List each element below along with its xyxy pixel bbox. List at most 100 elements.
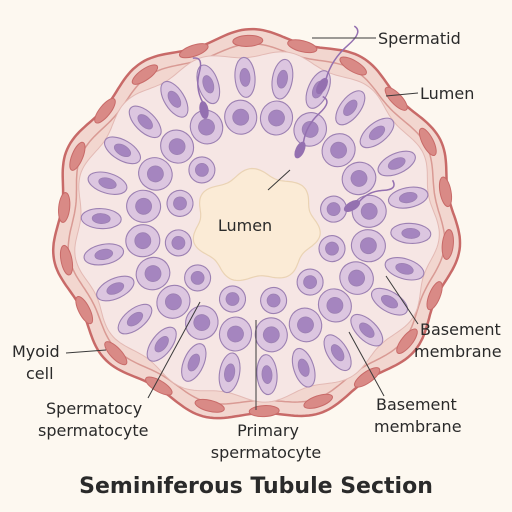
germ-cell [160,80,189,118]
germ-cell [390,222,432,244]
leader-spermatocyte [147,301,201,399]
germ-cell [271,58,294,100]
germ-cell-nucleus [398,192,418,204]
myoid-cell [287,39,318,54]
myoid-cell [75,296,94,325]
germ-cell-nucleus [330,344,345,362]
germ-cell-nucleus [94,248,114,260]
myoid-cell [303,393,334,409]
germ-cell [291,347,316,388]
germ-cell [288,307,323,343]
germ-cell [321,133,356,168]
germ-cell [146,326,177,362]
germ-cell-nucleus [268,109,285,127]
germ-cell [196,64,221,105]
germ-cell [218,352,241,394]
leader-basement-2 [348,331,385,397]
myoid-cell [69,141,86,171]
myoid-cell [441,229,454,260]
germ-cell-nucleus [98,177,117,190]
label-basement-1-line2: membrane [414,342,502,361]
germ-cell-nucleus [343,99,358,116]
leader-basement-1 [385,275,419,325]
label-lumen-outer: Lumen [420,84,474,103]
sperm-head [316,77,328,95]
germ-cell [80,208,122,230]
germ-cell [184,264,212,292]
sperm-tail [358,179,395,203]
germ-cell-nucleus [225,292,240,306]
germ-cell-nucleus [266,293,281,308]
germ-cell [260,286,288,315]
germ-cell-nucleus [167,90,182,108]
germ-cell-nucleus [387,157,406,170]
germ-cell [87,171,128,195]
germ-cell [103,136,142,165]
spermatozoon [343,179,395,212]
germ-cell-nucleus [134,232,152,250]
myoid-cell [353,367,381,388]
germ-cell [259,100,294,136]
germ-cell-nucleus [193,314,211,332]
myoid-cell [194,398,225,413]
sperm-head [343,200,361,212]
sperm-tail [302,95,328,143]
label-basement-1-line1: Basement [420,320,501,339]
sperm-head [199,101,209,119]
germ-cell [387,186,429,209]
sperm-head [294,141,306,159]
germ-cell [377,150,416,177]
label-myoid-line2: cell [26,364,54,383]
germ-cell-nucleus [330,141,348,159]
spermatozoon [316,25,359,95]
germ-cell-nucleus [173,196,187,211]
germ-cell [256,354,278,396]
germ-cell-nucleus [239,68,251,87]
myoid-cell [131,64,159,85]
germ-cell-nucleus [359,322,375,338]
germ-cell [181,343,207,382]
germ-cell-nucleus [380,295,399,309]
germ-cell-nucleus [326,202,341,217]
label-basement-2-line2: membrane [374,417,462,436]
germ-cell-nucleus [303,275,318,290]
myoid-cell [248,405,280,418]
leader-sperm [267,169,291,191]
germ-cell-nucleus [359,237,377,255]
label-basement-2-line1: Basement [376,395,457,414]
myoid-cell [438,176,453,208]
germ-cell [164,229,192,257]
germ-cell-nucleus [106,282,125,295]
germ-cell-nucleus [232,108,250,126]
germ-cell-nucleus [113,143,132,157]
germ-cell [323,334,352,372]
label-primary-line1: Primary [237,421,299,440]
germ-cell-nucleus [126,311,144,327]
leader-myoid [65,349,107,354]
germ-cell [188,156,216,184]
germ-cell [318,235,346,263]
myoid-cell [339,56,367,76]
germ-cell [218,285,247,313]
sperm-tail [192,57,204,103]
germ-cell [350,313,384,347]
germ-cell [117,303,153,335]
spermatozoon [192,57,209,119]
germ-cell [317,288,352,323]
germ-cell-nucleus [401,227,421,239]
myoid-cell [396,328,418,354]
germ-cell-nucleus [395,262,414,275]
germ-cell-nucleus [187,353,201,372]
germ-cell-nucleus [360,202,378,220]
germ-cell-nucleus [168,138,186,156]
lumen [192,167,321,282]
germ-cell [384,257,425,281]
myoid-cell [94,98,116,124]
germ-cell [189,109,224,145]
germ-cell-nucleus [171,235,186,250]
myoid-cell [418,127,437,156]
germ-cell-nucleus [297,316,314,334]
germ-cell [224,99,258,135]
germ-cell-nucleus [261,365,273,384]
